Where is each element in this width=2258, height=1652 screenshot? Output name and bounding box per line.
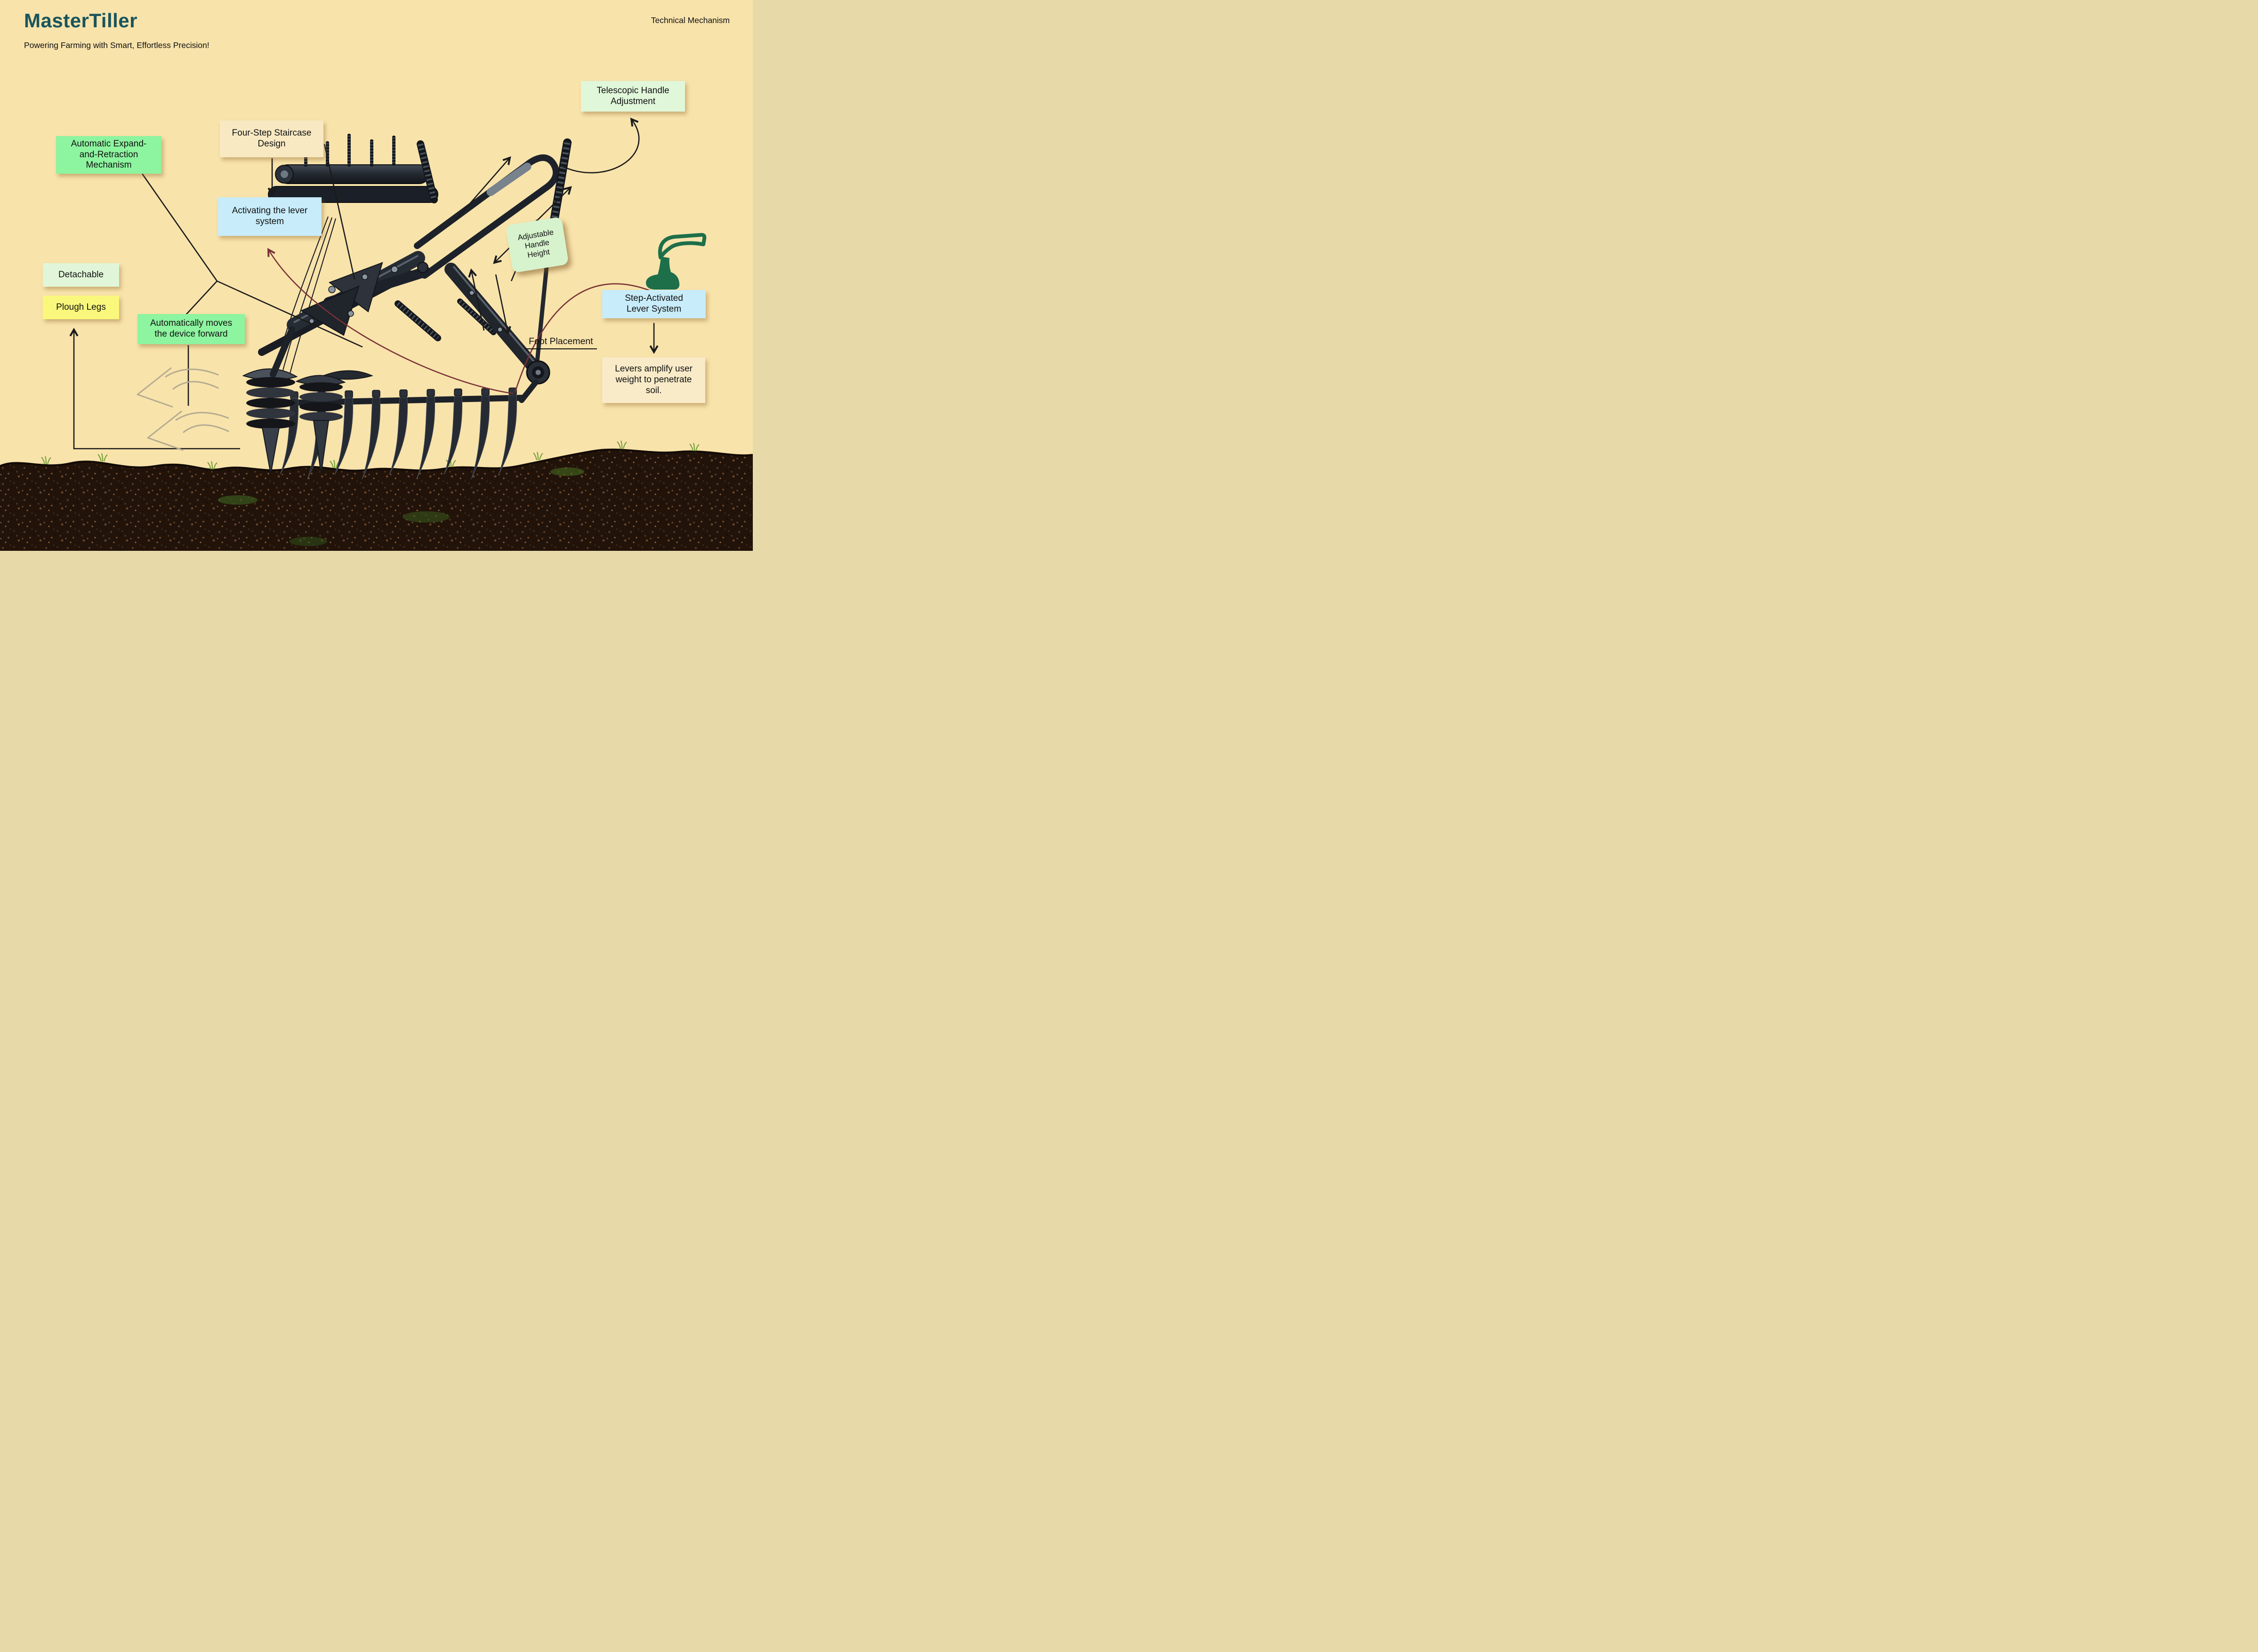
label-automatically-moves-forward: Automatically moves the device forward bbox=[137, 314, 245, 344]
foot-step-icon bbox=[646, 233, 707, 290]
label-four-step-staircase-design: Four-Step Staircase Design bbox=[220, 121, 323, 157]
curve-pedal-to-foot-icon bbox=[514, 283, 650, 393]
scene-graphic bbox=[0, 117, 753, 551]
arrow-height-up bbox=[468, 268, 485, 331]
sticky-note-adjustable-handle-height: Adjustable Handle Height bbox=[505, 217, 569, 273]
label-foot-placement: Foot Placement bbox=[525, 336, 597, 349]
label-telescopic-handle-adjustment: Telescopic Handle Adjustment bbox=[581, 81, 685, 112]
line-fourstep-right bbox=[323, 144, 355, 280]
corner-label: Technical Mechanism bbox=[651, 16, 730, 25]
page-subtitle: Powering Farming with Smart, Effortless … bbox=[24, 40, 210, 50]
grass-tufts bbox=[41, 440, 700, 470]
label-plough-legs: Plough Legs bbox=[43, 296, 119, 319]
maroon-curves bbox=[267, 248, 650, 395]
label-automatic-expand-retraction: Automatic Expand- and-Retraction Mechani… bbox=[56, 136, 161, 174]
forward-motion-arrows bbox=[137, 367, 229, 451]
label-detachable: Detachable bbox=[43, 263, 119, 287]
arrow-height-down bbox=[495, 274, 511, 335]
line-ploughlegs bbox=[69, 328, 240, 450]
line-autoexpand-fork bbox=[141, 173, 363, 348]
poster: MasterTiller Powering Farming with Smart… bbox=[0, 0, 753, 551]
curve-to-telescopic bbox=[561, 117, 640, 174]
spike-disc-stacks bbox=[242, 368, 373, 475]
soil-strip bbox=[0, 440, 753, 551]
curve-pedal-to-activating bbox=[267, 248, 514, 395]
tiller-machine-illustration bbox=[242, 134, 572, 480]
arrow-handle-extend bbox=[455, 156, 511, 221]
label-levers-amplify: Levers amplify user weight to penetrate … bbox=[602, 357, 705, 403]
page-title: MasterTiller bbox=[24, 9, 137, 32]
label-step-activated-lever-system: Step-Activated Lever System bbox=[602, 290, 706, 318]
label-activating-lever-system: Activating the lever system bbox=[218, 197, 322, 236]
